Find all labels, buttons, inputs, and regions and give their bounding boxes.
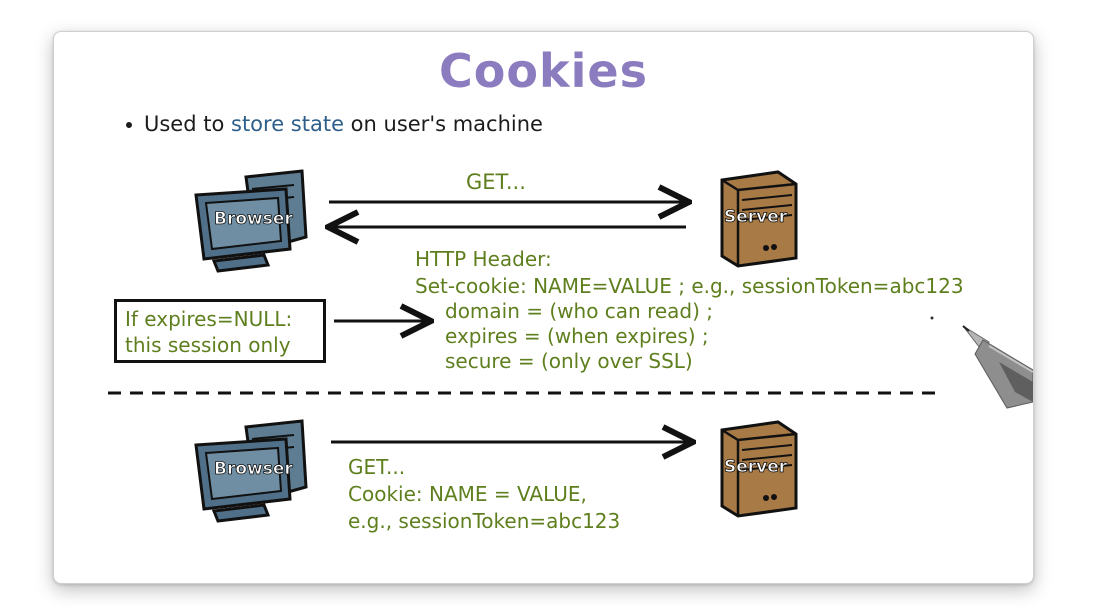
bullet-prefix: Used to	[144, 112, 231, 136]
bottom-request-label: GET...	[348, 455, 406, 479]
top-server-label: Server	[724, 207, 788, 227]
server-icon: Server	[720, 420, 798, 518]
expires-note-box: If expires=NULL: this session only	[114, 299, 326, 363]
bottom-server-label: Server	[724, 457, 788, 477]
cookie-example-line: e.g., sessionToken=abc123	[348, 509, 621, 533]
cookie-attribute-domain: domain = (who can read) ;	[445, 299, 714, 323]
slide-title: Cookies	[439, 44, 648, 98]
cookie-attribute-secure: secure = (only over SSL)	[445, 349, 693, 373]
diagram-canvas: Browser Server	[108, 169, 938, 523]
bullet-suffix: on user's machine	[344, 112, 543, 136]
top-browser-label: Browser	[214, 209, 293, 229]
bullet-point: Used to store state on user's machine	[126, 112, 543, 136]
expires-note-line2: this session only	[125, 333, 291, 357]
browser-computer-icon: Browser	[194, 169, 308, 273]
cookie-attribute-expires: expires = (when expires) ;	[445, 324, 709, 348]
pen-icon	[962, 325, 1033, 409]
bullet-highlight: store state	[231, 112, 344, 136]
top-request-label: GET...	[466, 170, 526, 194]
server-icon: Server	[720, 170, 798, 268]
bullet-dot	[126, 122, 132, 128]
slide: Cookies Used to store state on user's ma…	[53, 31, 1034, 584]
bottom-browser-label: Browser	[214, 459, 293, 479]
http-header-title: HTTP Header:	[415, 247, 552, 271]
set-cookie-line: Set-cookie: NAME=VALUE ; e.g., sessionTo…	[415, 274, 964, 298]
expires-note-line1: If expires=NULL:	[125, 307, 293, 331]
browser-computer-icon: Browser	[194, 419, 308, 523]
pen-dot	[930, 316, 934, 320]
cookie-header-line: Cookie: NAME = VALUE,	[348, 482, 587, 506]
